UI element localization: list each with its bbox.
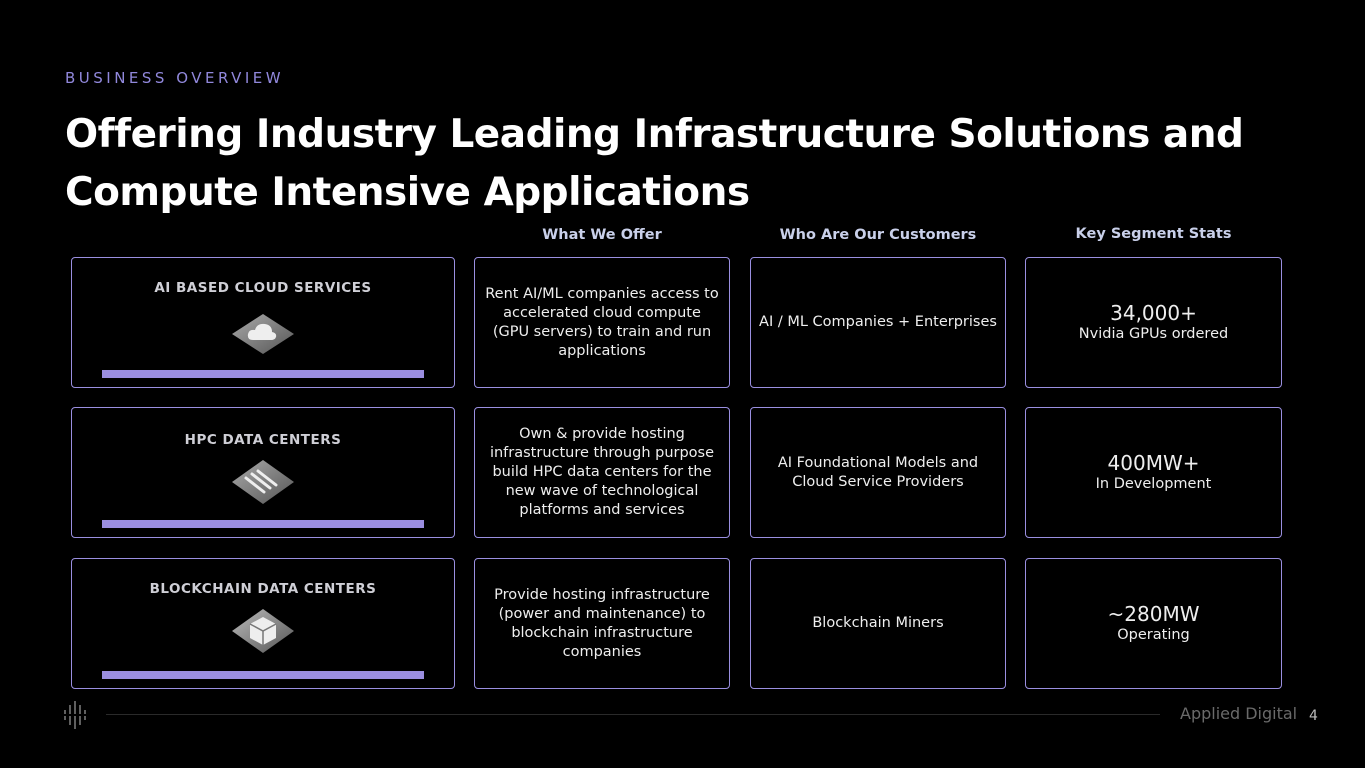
offer-text: Own & provide hosting infrastructure thr… [489,426,715,518]
stat-label: Operating [1117,627,1190,643]
customers-text: AI / ML Companies + Enterprises [759,314,997,330]
segment-bar [102,671,424,679]
server-icon [232,460,294,504]
segment-label: HPC DATA CENTERS [184,432,342,448]
eyebrow: BUSINESS OVERVIEW [65,69,285,87]
page-title: Offering Industry Leading Infrastructure… [65,112,1244,215]
segment-label: BLOCKCHAIN DATA CENTERS [149,581,377,597]
stat-label: Nvidia GPUs ordered [1078,326,1229,342]
segment-card-hpc: HPC DATA CENTERS [71,407,455,538]
stat-value: 400MW+ [1107,451,1200,475]
column-header-stats: Key Segment Stats [1075,226,1232,242]
customers-text: AI Foundational Models and Cloud Service… [777,454,979,490]
column-header-offer: What We Offer [542,227,662,243]
segment-card-ai-cloud: AI BASED CLOUD SERVICES [71,257,455,388]
stats-card: 34,000+Nvidia GPUs ordered [1025,257,1282,388]
offer-card: Provide hosting infrastructure (power an… [474,558,730,689]
offer-card: Own & provide hosting infrastructure thr… [474,407,730,538]
customers-card: AI Foundational Models and Cloud Service… [750,407,1006,538]
cube-icon [232,609,294,653]
stat-value: ~280MW [1107,602,1200,626]
stats-card: 400MW+In Development [1025,407,1282,538]
cloud-icon [232,314,294,354]
offer-card: Rent AI/ML companies access to accelerat… [474,257,730,388]
segment-label: AI BASED CLOUD SERVICES [154,280,372,296]
segment-card-blockchain: BLOCKCHAIN DATA CENTERS [71,558,455,689]
page-number: 4 [1309,708,1318,724]
customers-card: AI / ML Companies + Enterprises [750,257,1006,388]
column-header-customers: Who Are Our Customers [779,227,977,243]
segment-bar [102,520,424,528]
offer-text: Rent AI/ML companies access to accelerat… [485,285,719,359]
stat-value: 34,000+ [1110,301,1197,325]
brand-logo-icon [62,701,88,729]
stat-label: In Development [1095,476,1212,492]
segment-bar [102,370,424,378]
offer-text: Provide hosting infrastructure (power an… [494,586,710,660]
customers-card: Blockchain Miners [750,558,1006,689]
footer-brand: Applied Digital [1180,704,1298,723]
customers-text: Blockchain Miners [812,615,944,631]
footer-divider [106,714,1160,715]
